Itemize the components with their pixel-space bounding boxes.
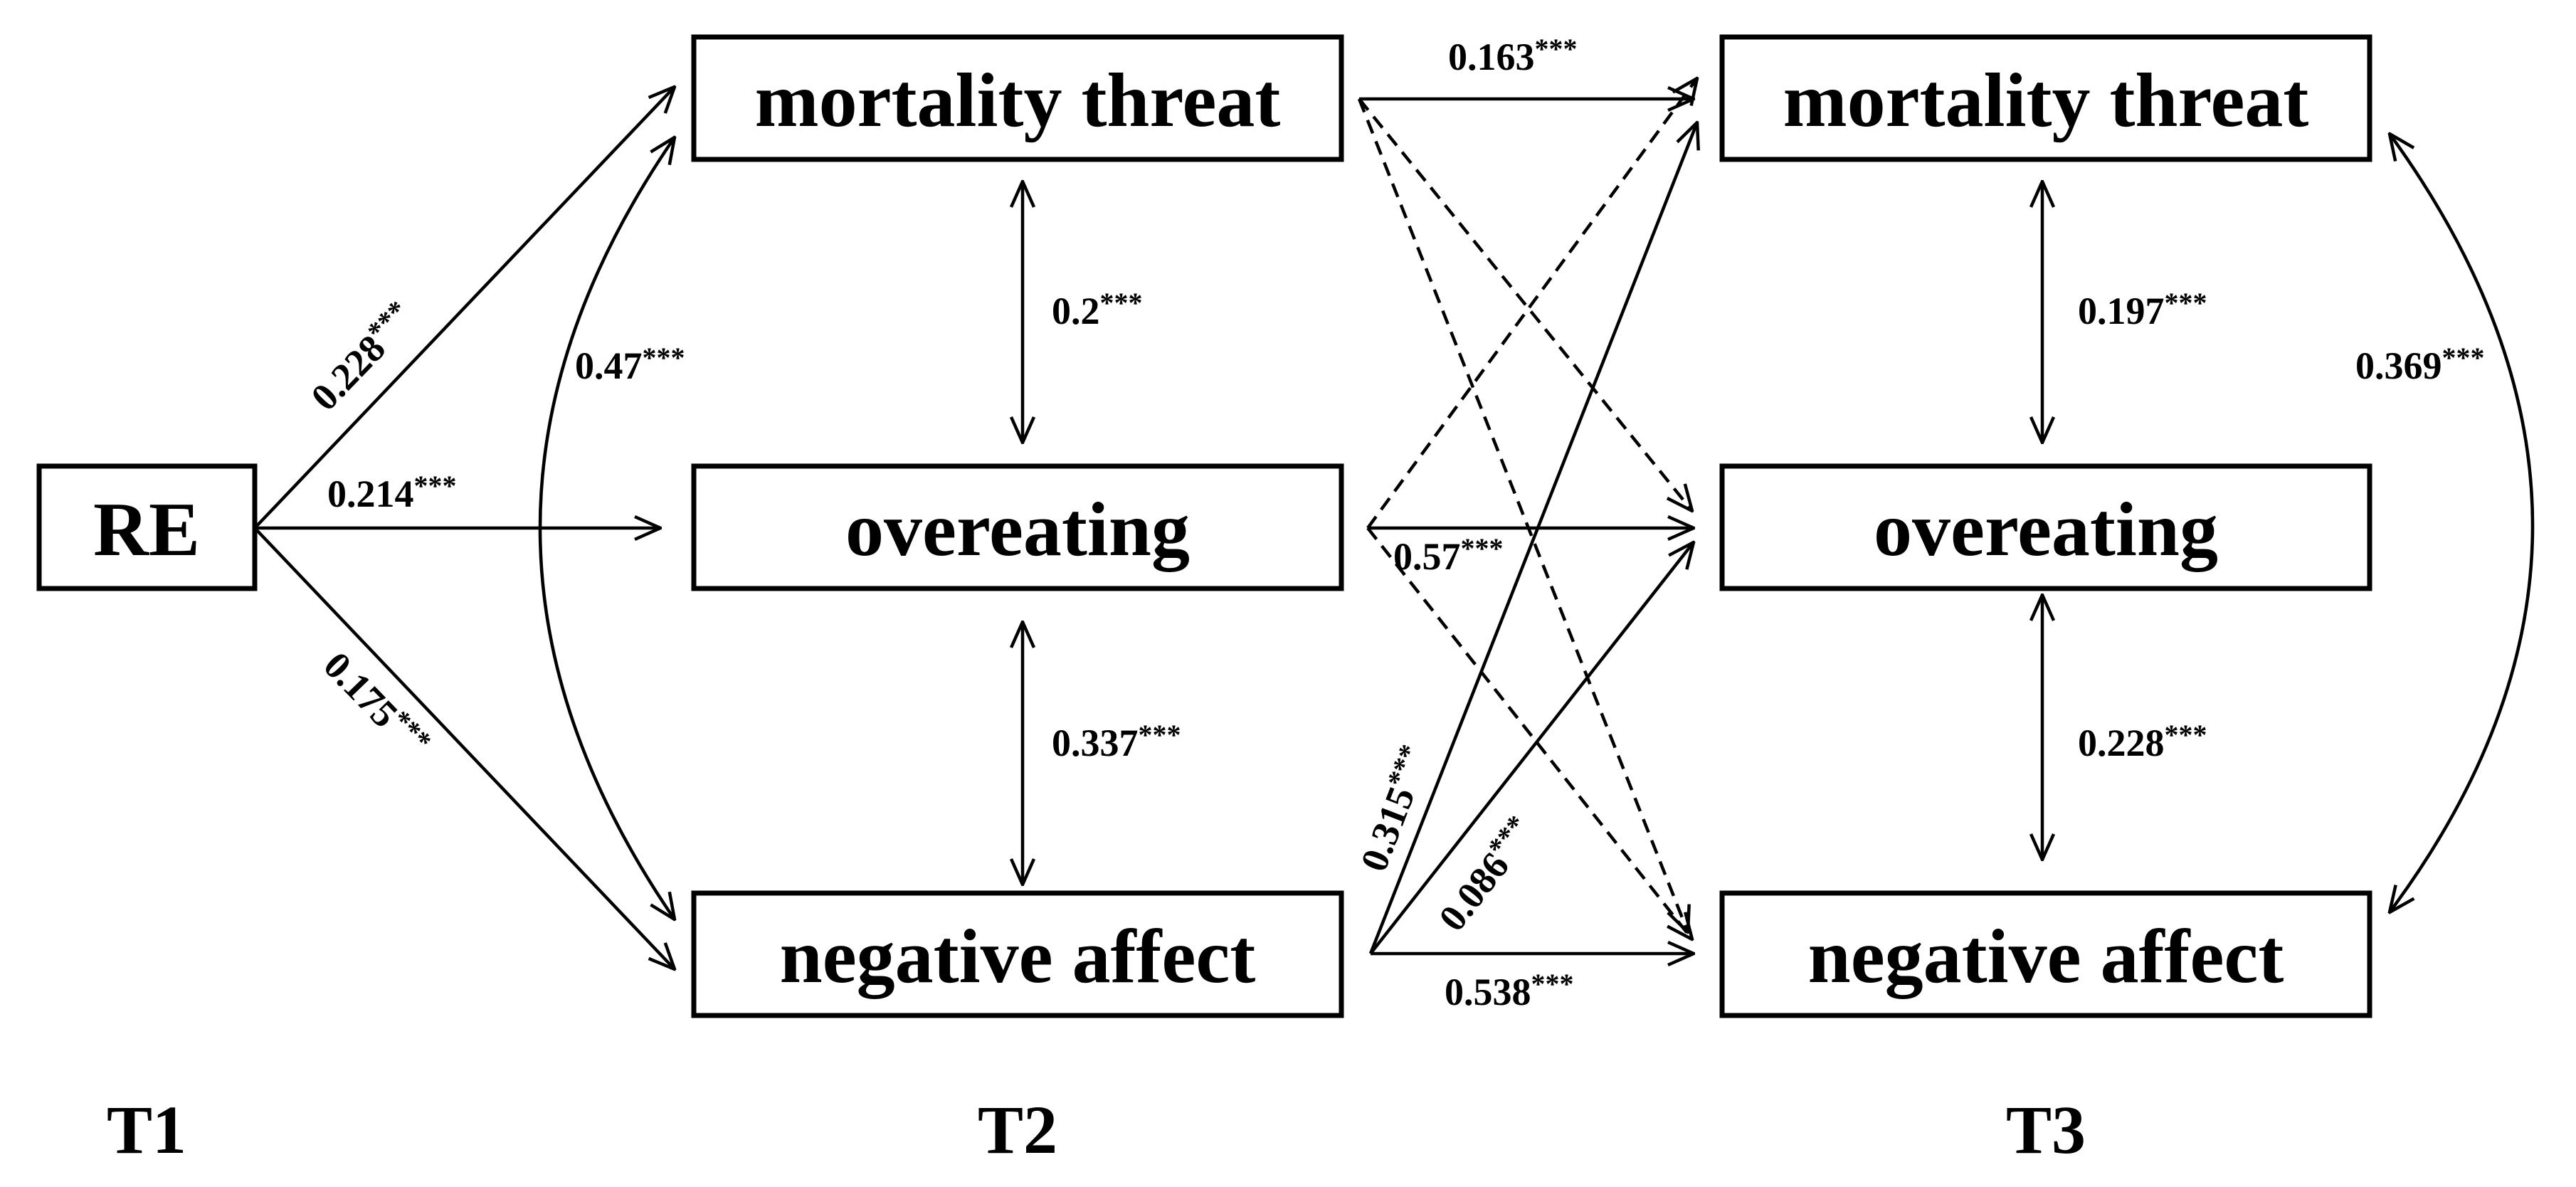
time-label-t3: T3 [2006,1092,2086,1168]
path-mortality-to-overeating [1358,97,1692,511]
node-re: RE [36,463,258,591]
node-t3-overeating-label: overeating [1874,487,2218,572]
path-negative-to-mortality [1368,122,1697,954]
node-re-label: RE [93,487,200,572]
coef-t2-mortality-overeating: 0.2*** [1052,287,1143,332]
coef-re-to-overeating: 0.214*** [327,470,457,515]
node-t2-negative-affect: negative affect [691,890,1344,1018]
coef-mortality-stability: 0.163*** [1448,33,1578,78]
node-t3-mortality-threat: mortality threat [1719,34,2372,162]
path-re-to-mortality [253,87,675,529]
node-t2-overeating-label: overeating [845,487,1190,572]
node-t3-overeating: overeating [1719,463,2372,591]
node-t2-negative-affect-label: negative affect [780,914,1256,999]
node-t2-overeating: overeating [691,463,1344,591]
path-re-to-negative [253,527,675,969]
coef-t2-overeating-negative: 0.337*** [1052,719,1181,764]
node-t3-negative-affect: negative affect [1719,890,2372,1018]
time-label-t1: T1 [107,1092,186,1168]
coef-negative-to-overeating: 0.086*** [1428,809,1543,939]
node-t3-negative-affect-label: negative affect [1808,914,2284,999]
coef-re-to-mortality: 0.228*** [301,294,423,418]
time-label-t2: T2 [978,1092,1057,1168]
node-t3-mortality-threat-label: mortality threat [1783,58,2309,143]
coef-t3-overeating-negative: 0.228*** [2078,719,2207,764]
coef-overeating-stability: 0.57*** [1393,532,1504,578]
coef-t2-mortality-negative: 0.47*** [575,342,685,387]
path-overeating-to-negative [1366,527,1692,939]
path-overeating-to-mortality [1366,78,1697,529]
coef-t3-mortality-overeating: 0.197*** [2078,287,2207,332]
coef-re-to-negative: 0.175*** [315,642,438,766]
path-negative-to-overeating [1369,542,1694,955]
cov-t2-mortality-negative [538,137,675,919]
node-t2-mortality-threat: mortality threat [691,34,1344,162]
cov-t3-mortality-negative [2390,134,2535,912]
coef-negative-stability: 0.538*** [1445,968,1574,1013]
coef-t3-mortality-negative: 0.369*** [2355,342,2485,387]
node-t2-mortality-threat-label: mortality threat [755,58,1281,143]
path-mortality-to-negative [1357,98,1688,932]
coef-negative-to-mortality: 0.315*** [1349,740,1438,877]
